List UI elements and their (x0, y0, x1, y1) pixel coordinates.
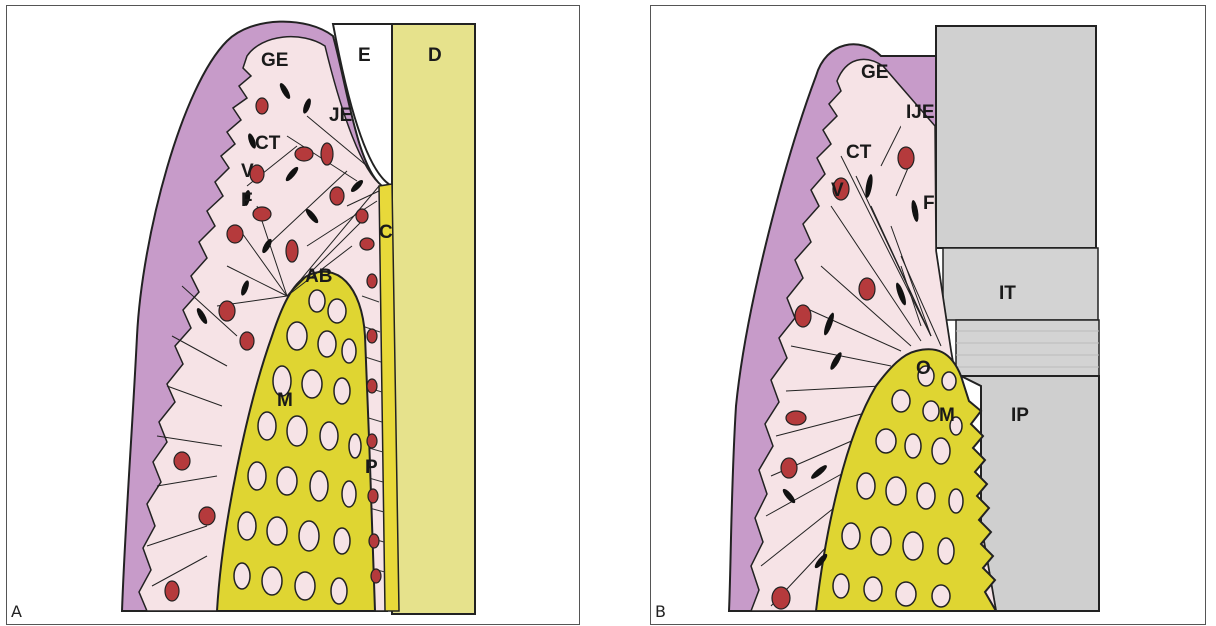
label-ct: CT (846, 142, 872, 163)
label-v: V (241, 161, 254, 182)
label-ge: GE (261, 50, 288, 71)
label-it: IT (999, 283, 1016, 304)
label-p: P (365, 457, 378, 478)
label-ije: IJE (906, 102, 935, 123)
label-d: D (428, 45, 442, 66)
implant-collar (956, 320, 1099, 376)
label-m: M (277, 390, 293, 411)
label-e: E (358, 45, 371, 66)
panel-b: GE IJE CT V F IT O M IP B (650, 5, 1206, 625)
label-o: O (916, 358, 931, 379)
panel-b-diagram: GE IJE CT V F IT O M IP (651, 6, 1205, 624)
label-ge: GE (861, 62, 888, 83)
label-je: JE (329, 105, 352, 126)
panel-a-letter: A (11, 602, 22, 621)
label-c: C (379, 222, 393, 243)
implant-upper (936, 26, 1096, 248)
label-ab: AB (305, 266, 332, 287)
label-ct: CT (255, 133, 281, 154)
panel-b-letter: B (655, 602, 666, 621)
label-ip: IP (1011, 405, 1029, 426)
panel-a-diagram: GE E D JE CT V F C AB M P (7, 6, 579, 624)
label-m: M (939, 405, 955, 426)
dentin (392, 24, 475, 614)
label-f: F (923, 193, 935, 214)
panel-a: GE E D JE CT V F C AB M P A (6, 5, 580, 625)
label-f: F (241, 190, 253, 211)
implant-transmucosal (943, 248, 1098, 320)
label-v: V (831, 180, 844, 201)
